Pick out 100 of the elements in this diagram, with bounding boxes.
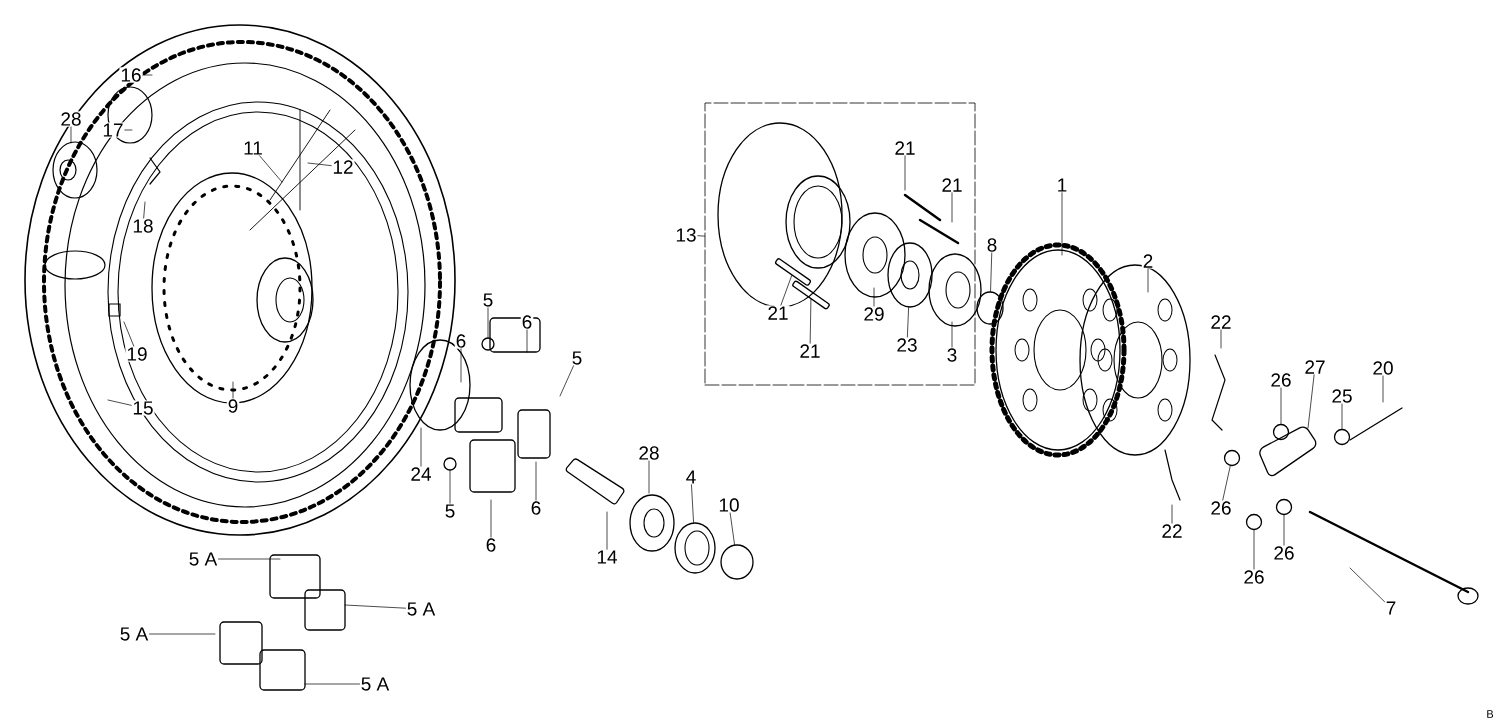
pin [792,280,830,310]
leader-line [697,235,705,237]
leader-line [259,155,283,183]
nut [1333,428,1351,446]
callout-number: 26 [1272,545,1296,561]
leader-line [606,511,608,550]
leader-line [420,427,422,467]
leader-line [1061,192,1063,256]
callout-number: 26 [1242,569,1266,585]
callout-number: 22 [1209,314,1233,330]
callout-number: 28 [59,111,83,127]
callout-number: 25 [1330,388,1354,404]
leader-line [123,321,135,347]
leader-line [307,162,332,166]
leader-line [149,633,216,635]
callout-number: 15 [131,400,155,416]
leader-line [70,126,72,144]
leader-line [460,348,462,383]
bolt [481,337,495,351]
callout-number: 26 [1209,500,1233,516]
callout-number: 5 A [118,626,150,642]
callout-number: 17 [101,122,125,138]
group-frame [704,102,976,386]
callout-number: 8 [985,237,999,253]
leader-line [1171,504,1173,524]
callout-number: 11 [242,140,264,156]
leader-line [449,470,451,504]
seal-ring [674,522,716,574]
pin [775,258,811,286]
leader-line [304,683,360,685]
callout-number: 6 [520,314,534,330]
leader-line [951,192,953,223]
leader-line [142,74,153,76]
callout-number: 28 [637,445,661,461]
leader-line [780,275,793,306]
callout-number: 13 [674,227,698,243]
leader-line [232,381,234,399]
leader-line [487,307,489,338]
nut [1272,423,1290,441]
bolt [443,457,457,471]
callout-number: 9 [226,398,240,414]
callout-number: 14 [595,549,619,565]
callout-number: 2 [1141,253,1155,269]
callout-number: 22 [1160,523,1184,539]
leader-line [535,461,537,501]
nut [1275,498,1293,516]
leader-line [559,365,574,397]
collar [720,544,754,580]
callout-number: 5 [570,350,584,366]
nut [1245,513,1263,531]
corner-letter: B [1487,710,1494,718]
leader-line [526,329,528,353]
callout-number: 21 [940,177,964,193]
callout-number: 5 [443,503,457,519]
callout-number: 4 [684,469,698,485]
leader-line [1283,514,1285,546]
nut [1223,449,1241,467]
callout-number: 6 [454,333,468,349]
callout-number: 6 [529,500,543,516]
leader-line [143,201,146,219]
leader-line [904,155,906,191]
leader-line [1349,567,1385,603]
callout-number: 21 [798,343,822,359]
callout-number: 21 [766,305,790,321]
leader-line [1147,268,1149,293]
leader-line [648,460,650,494]
leader-line [1222,465,1231,501]
leader-line [124,129,133,131]
callout-number: 20 [1371,360,1395,376]
callout-number: 19 [125,346,149,362]
leader-line [691,484,694,523]
leader-line [990,252,993,292]
callout-number: 24 [409,466,433,482]
leader-line [873,287,875,307]
leader-line [729,512,735,545]
leader-line [490,499,492,538]
callout-number: 5 A [187,551,219,567]
callout-number: 26 [1269,372,1293,388]
leader-line [1253,529,1255,570]
leader-line [907,307,909,338]
callout-number: 16 [119,67,143,83]
callout-number: 5 [481,292,495,308]
leader-line [809,299,812,344]
collar [976,291,1004,325]
leader-line [218,558,281,560]
callout-number: 6 [484,537,498,553]
leader-line [107,399,132,406]
callout-number: 1 [1055,177,1069,193]
callout-number: 10 [717,497,741,513]
leader-line [951,321,953,348]
leader-line [1382,375,1384,403]
leader-line [1307,374,1315,429]
leader-line [1220,329,1222,349]
callout-number: 5 A [359,676,391,692]
callout-number: 27 [1303,359,1327,375]
callout-number: 7 [1384,600,1398,616]
callout-number: 21 [893,140,917,156]
callout-number: 18 [131,218,155,234]
callout-number: 5 A [405,601,437,617]
leader-line [1280,387,1282,425]
